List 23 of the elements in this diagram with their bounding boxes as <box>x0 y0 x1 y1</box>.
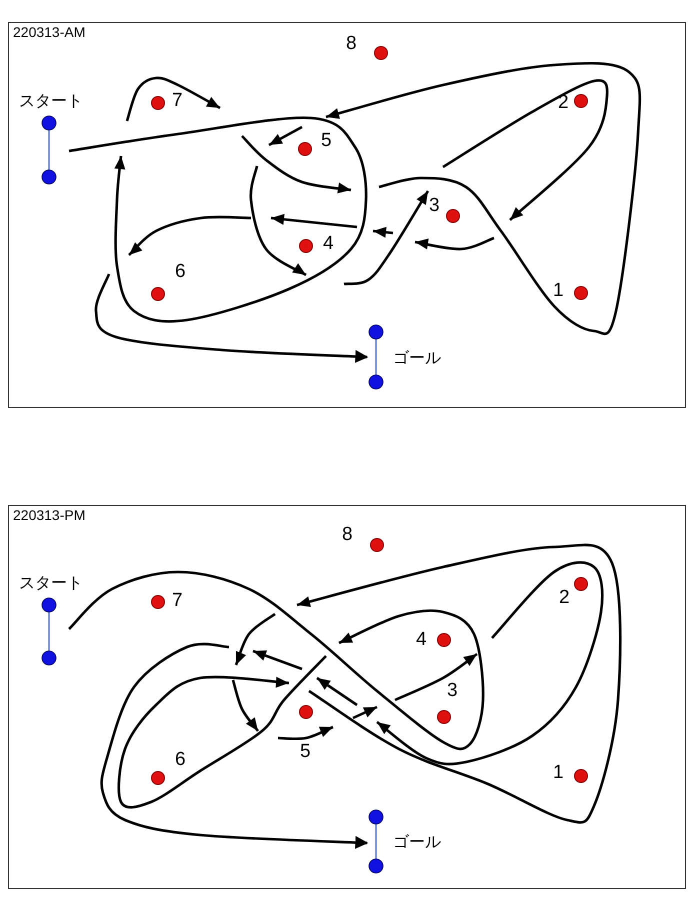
map-panel <box>8 505 686 889</box>
start-label: スタート <box>19 575 83 593</box>
pylon-number: 6 <box>175 262 186 282</box>
pylon-number: 1 <box>553 763 564 783</box>
map-panel <box>8 22 686 408</box>
panel-title: 220313-AM <box>13 24 86 40</box>
pylon-number: 8 <box>346 34 357 54</box>
pylon-number: 6 <box>175 750 186 770</box>
pylon-number: 4 <box>323 234 334 254</box>
pylon-number: 1 <box>553 281 564 301</box>
pylon-number: 3 <box>447 681 458 701</box>
pylon-number: 7 <box>172 91 183 111</box>
pylon-number: 3 <box>429 196 440 216</box>
pylon-number: 2 <box>559 588 570 608</box>
goal-label: ゴール <box>393 834 441 852</box>
pylon-number: 5 <box>300 742 311 762</box>
pylon-number: 8 <box>342 525 353 545</box>
panel-title: 220313-PM <box>13 507 86 523</box>
pylon-number: 5 <box>321 131 332 151</box>
start-label: スタート <box>19 93 83 111</box>
goal-label: ゴール <box>393 350 441 368</box>
pylon-number: 4 <box>416 630 427 650</box>
pylon-number: 7 <box>172 591 183 611</box>
